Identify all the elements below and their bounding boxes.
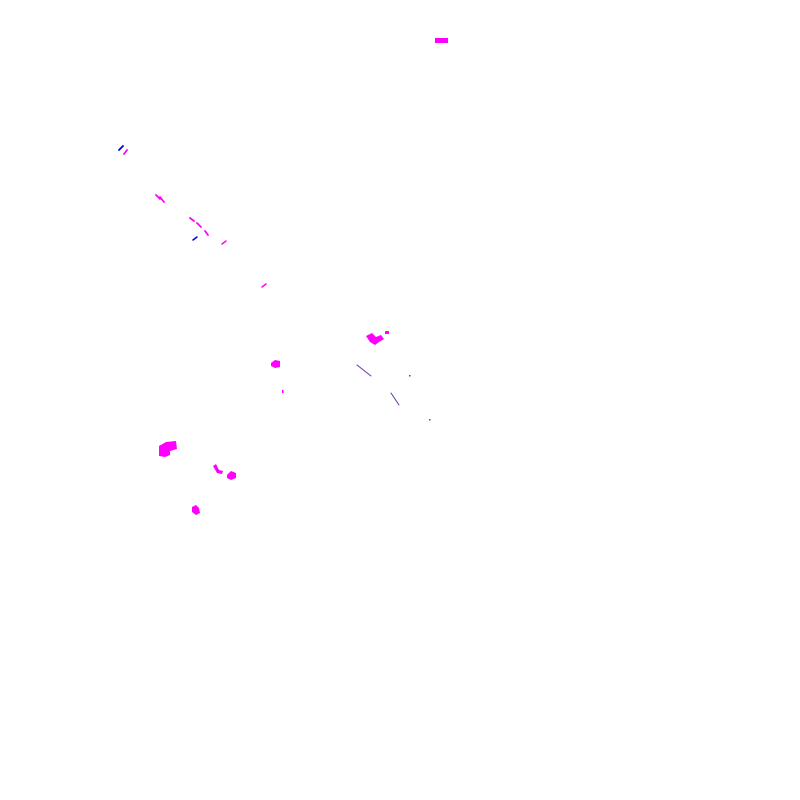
map-feature-dash-mid-3 (204, 230, 209, 236)
map-feature-speck-center-3 (429, 419, 431, 421)
map-feature-blob-center-2 (271, 360, 280, 368)
map-feature-dash-nw-3 (155, 194, 161, 200)
map-feature-blob-sw-3 (227, 471, 236, 480)
map-feature-blob-sw-4 (192, 505, 200, 515)
map-feature-line-center-1 (356, 364, 372, 377)
map-feature-blob-sw-1 (159, 441, 177, 457)
map-feature-line-center-2 (390, 392, 400, 406)
map-feature-dash-mid-5 (221, 240, 227, 245)
map-feature-dash-mid-6 (261, 283, 267, 288)
map-feature-blob-sw-2 (213, 464, 223, 474)
map-feature-dash-nw-4 (159, 196, 165, 203)
map-feature-dash-mid-2 (196, 222, 202, 228)
map-feature-dash-nw-1 (118, 145, 124, 151)
map-feature-dash-mid-1 (189, 217, 195, 222)
map-feature-speck-center-2 (409, 375, 411, 377)
map-feature-speck-center-1 (282, 390, 284, 393)
map-feature-patch-top (435, 38, 448, 43)
map-feature-dash-nw-2 (123, 149, 128, 155)
map-feature-dash-mid-4 (192, 236, 198, 241)
map-feature-blob-center-1 (366, 331, 389, 345)
